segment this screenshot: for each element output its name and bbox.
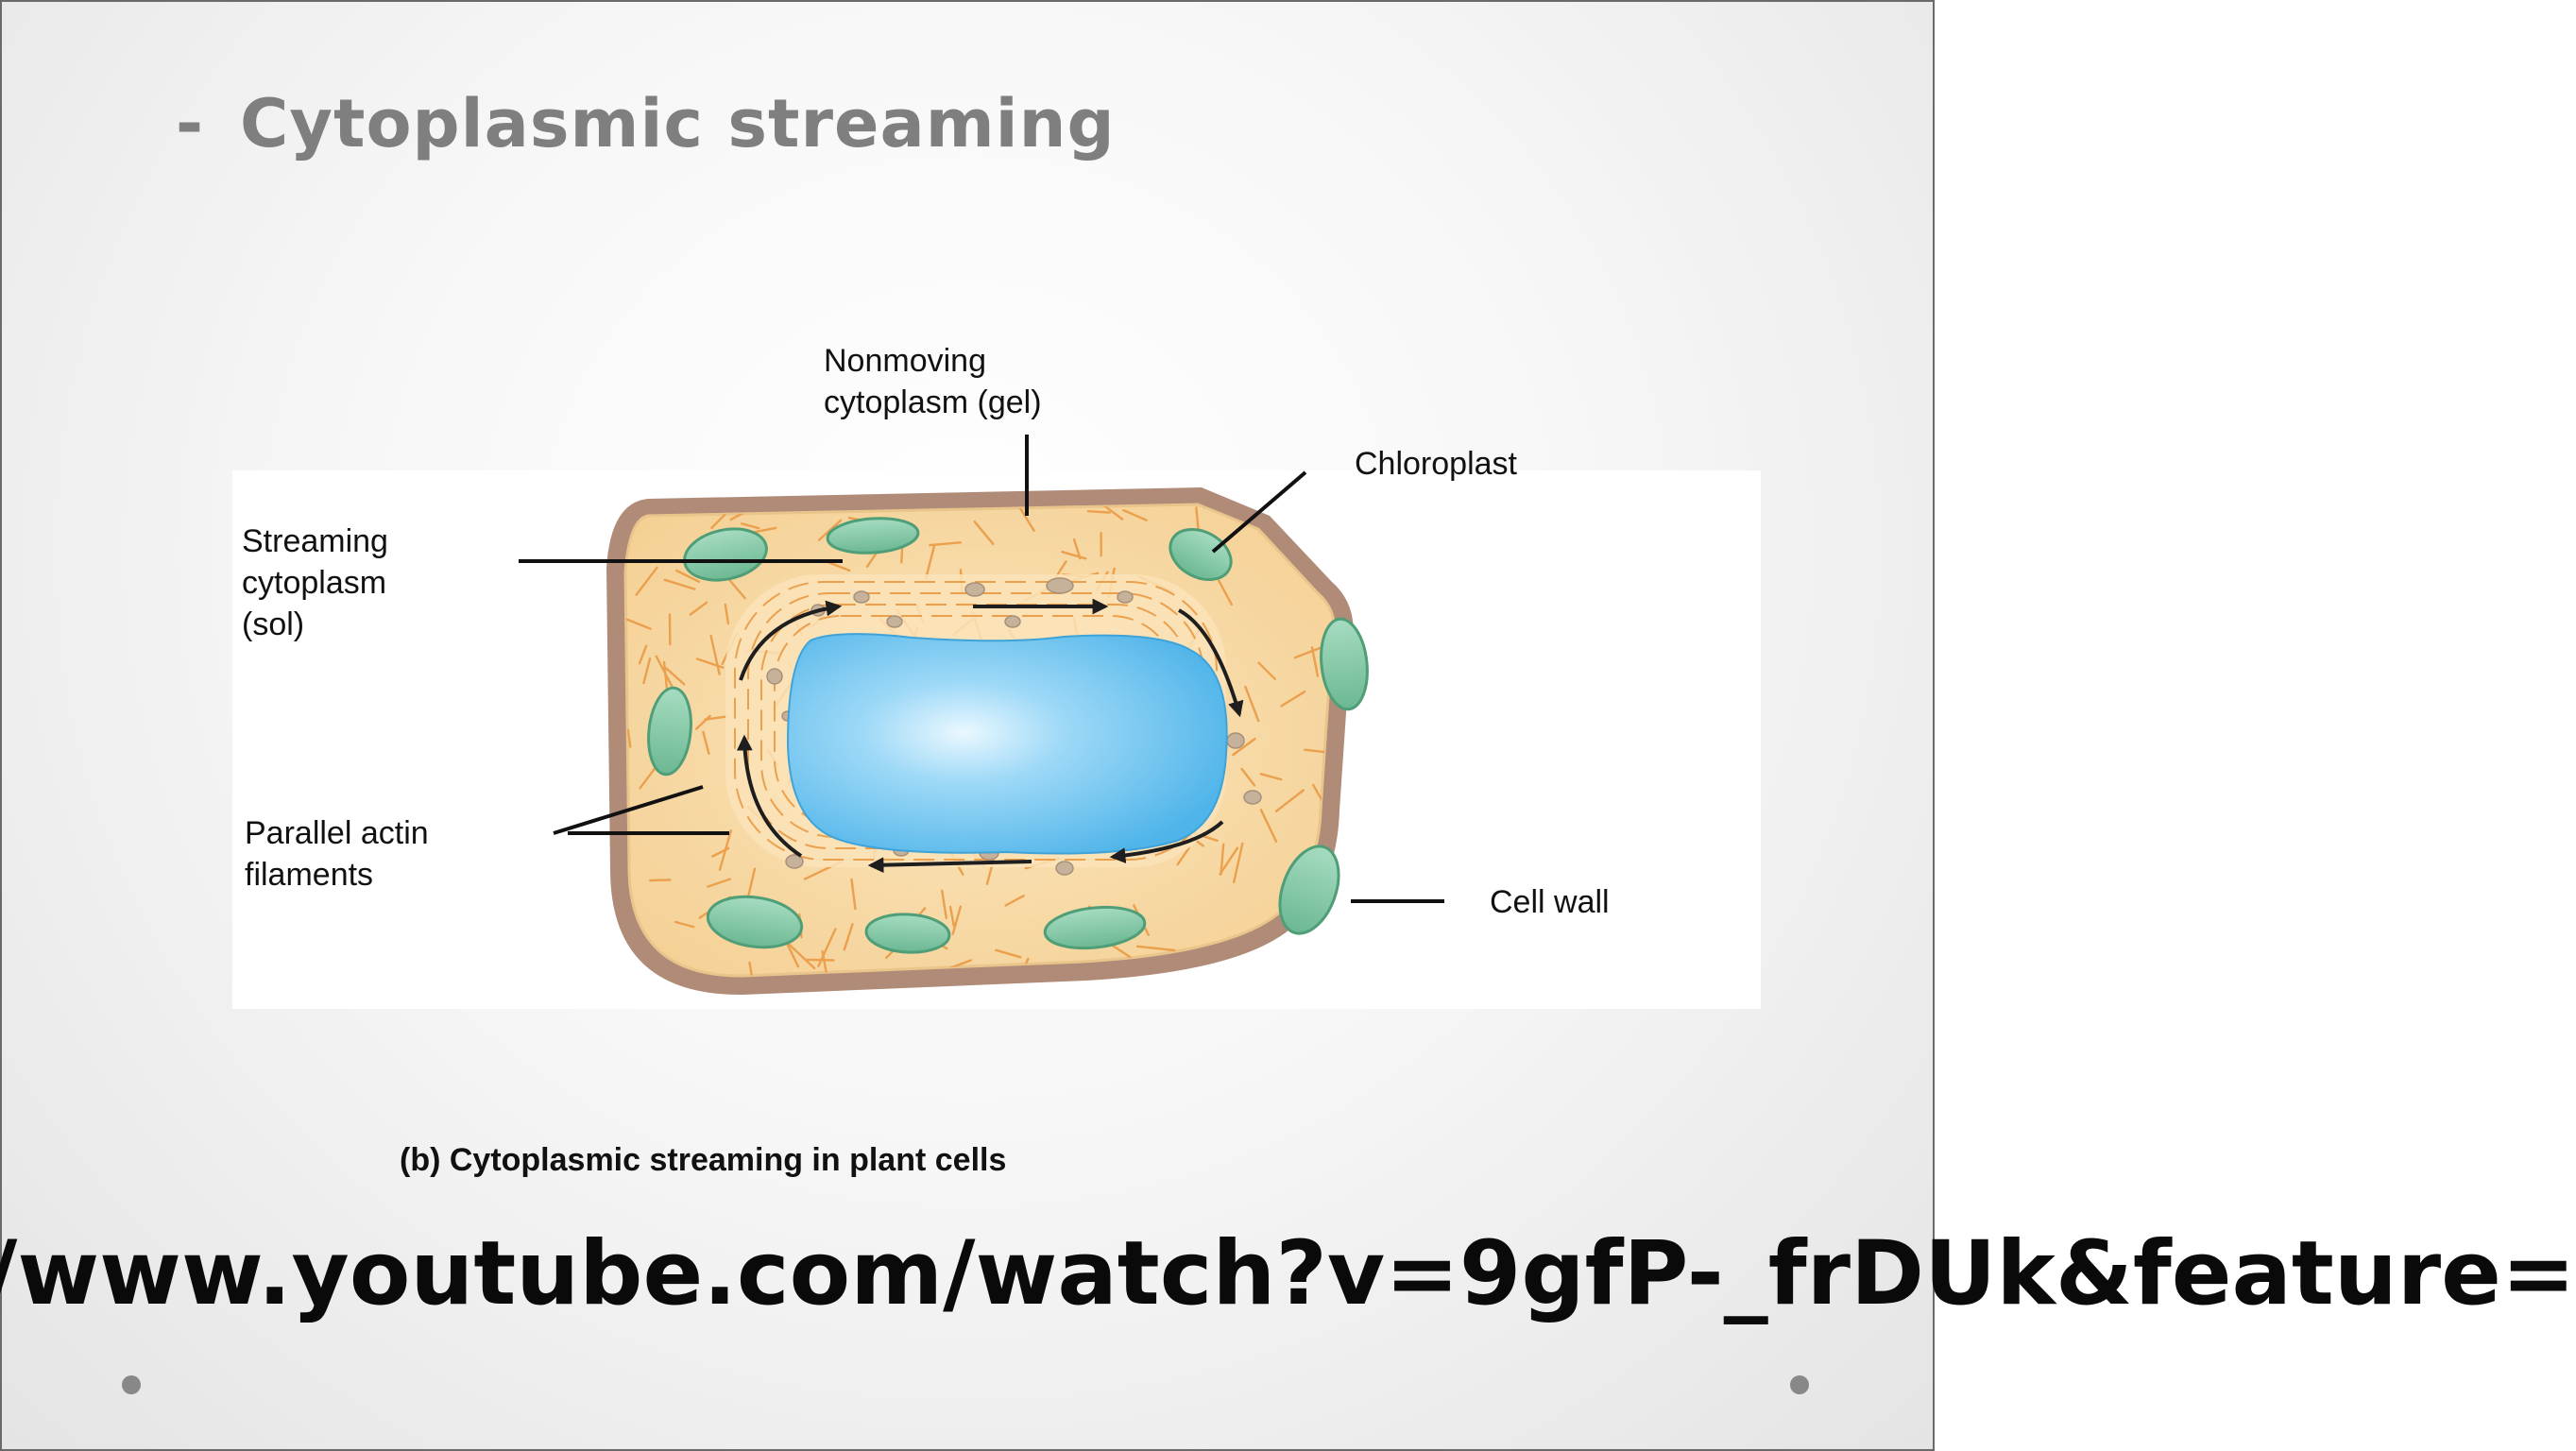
actin-filament — [925, 545, 935, 580]
actin-filament — [1259, 809, 1278, 843]
label-nonmoving-cytoplasm: Nonmoving cytoplasm (gel) — [824, 343, 1042, 420]
bullet-dot-left — [122, 1375, 141, 1394]
actin-filament — [1019, 507, 1035, 532]
actin-filament — [941, 889, 947, 919]
plant-cell-diagram — [519, 435, 1444, 996]
actin-filament — [1095, 504, 1124, 521]
title-bullet: - — [176, 85, 205, 162]
leader-actin-1 — [553, 785, 704, 835]
label-cell-wall: Cell wall — [1490, 884, 1610, 920]
actin-filament — [689, 601, 708, 616]
slide-title: -Cytoplasmic streaming — [176, 85, 1116, 162]
actin-filament — [1220, 843, 1225, 876]
actin-filament — [995, 948, 1022, 959]
actin-filament — [817, 519, 843, 541]
actin-filament — [1274, 789, 1305, 812]
actin-filament — [1176, 846, 1190, 866]
actin-filament — [626, 958, 638, 977]
leader-chloroplast — [1211, 470, 1307, 554]
actin-filament — [785, 941, 800, 968]
label-parallel-actin: Parallel actin filaments — [245, 815, 429, 893]
actin-filament — [1244, 685, 1260, 723]
actin-filament — [1135, 945, 1176, 952]
actin-filament — [1280, 690, 1306, 708]
actin-filament — [827, 561, 851, 572]
actin-filament — [718, 829, 732, 871]
actin-filament — [1310, 646, 1320, 677]
actin-filament — [1257, 661, 1277, 681]
actin-filament — [626, 728, 632, 748]
actin-filament — [642, 657, 652, 685]
actin-filament — [929, 541, 962, 547]
actin-filament — [973, 521, 995, 546]
actin-filament — [1072, 538, 1082, 560]
actin-filament — [655, 655, 676, 694]
streaming-arrows — [736, 598, 1244, 874]
actin-filament — [1061, 550, 1087, 560]
actin-filament — [1322, 964, 1335, 977]
leader-lines — [519, 435, 1444, 903]
actin-filament — [635, 566, 658, 596]
actin-filament — [746, 867, 757, 901]
actin-filament — [1217, 579, 1234, 606]
actin-filament — [704, 715, 728, 721]
actin-filament — [664, 667, 686, 686]
actin-filament — [1215, 964, 1234, 977]
actin-filament — [625, 618, 652, 630]
actin-filament — [649, 879, 672, 882]
actin-filament — [1318, 541, 1335, 554]
actin-filament — [1086, 510, 1111, 514]
actin-filament — [674, 920, 695, 929]
actin-filament — [1195, 506, 1200, 534]
bullet-dot-right — [1790, 1375, 1809, 1394]
actin-filament — [1303, 504, 1320, 521]
actin-filament — [1219, 846, 1239, 876]
actin-filament — [1315, 504, 1335, 517]
actin-filament — [1122, 508, 1148, 521]
label-streaming-cytoplasm: Streaming cytoplasm (sol) — [242, 523, 388, 642]
actin-filament — [695, 714, 711, 730]
actin-filament — [702, 730, 710, 755]
title-text: Cytoplasmic streaming — [240, 85, 1116, 162]
actin-filament — [1240, 767, 1256, 787]
actin-filament — [1232, 842, 1244, 884]
chloroplasts — [647, 517, 1369, 954]
actin-filament — [817, 928, 837, 967]
vacuole — [786, 633, 1228, 855]
figure-caption: (b) Cytoplasmic streaming in plant cells — [400, 1142, 1007, 1178]
actin-filament — [821, 950, 827, 974]
actin-filament — [1259, 773, 1283, 781]
actin-filament — [1004, 895, 1025, 907]
actin-filament — [748, 961, 755, 977]
actin-filament — [843, 923, 854, 951]
actin-filament — [948, 905, 955, 928]
actin-filament — [663, 578, 696, 590]
label-chloroplast: Chloroplast — [1355, 446, 1517, 482]
video-url[interactable]: /www.youtube.com/watch?v=9gfP-_frDUk&fea… — [0, 1222, 2576, 1325]
actin-filament — [707, 878, 732, 888]
actin-filament — [1232, 737, 1256, 757]
actin-filament — [724, 603, 730, 625]
actin-filament — [788, 943, 816, 970]
actin-filament — [638, 644, 648, 665]
actin-filament — [850, 878, 857, 911]
actin-filament — [675, 569, 701, 584]
actin-filament — [741, 522, 760, 530]
figure-panel — [232, 435, 1761, 1009]
actin-filament — [951, 905, 963, 935]
actin-filament — [709, 634, 721, 675]
